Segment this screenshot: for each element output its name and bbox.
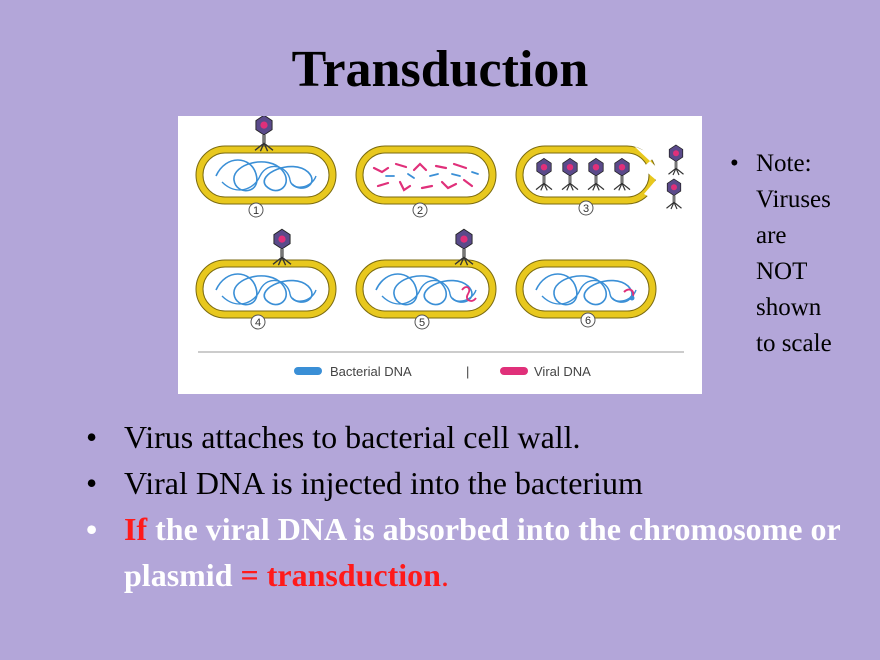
- transduction-diagram: 1 2 3 4 5 6 Bacterial DNA | Viral DNA: [178, 116, 702, 394]
- legend-separator: |: [466, 364, 469, 379]
- note-line-5: shown: [756, 294, 822, 321]
- bacterial-dna-swatch: [294, 367, 322, 375]
- panel-2: [355, 145, 497, 205]
- slide-title: Transduction: [291, 41, 589, 98]
- bullet-inject: Viral DNA is injected into the bacterium: [86, 460, 866, 506]
- panel-5: [355, 259, 497, 319]
- note-line-4: NOT: [756, 258, 808, 285]
- bullet-attach: Virus attaches to bacterial cell wall.: [86, 414, 866, 460]
- legend-viral-dna: Viral DNA: [534, 364, 591, 379]
- if-keyword: If: [124, 511, 148, 547]
- note-line-3: are: [756, 222, 787, 249]
- panel-3: [515, 145, 666, 205]
- panel-6: [515, 259, 657, 319]
- panel-number-1: 1: [253, 205, 259, 217]
- panel-number-5: 5: [419, 317, 425, 329]
- panel-number-3: 3: [583, 203, 589, 215]
- bullet-transduction: If the viral DNA is absorbed into the ch…: [86, 506, 866, 598]
- panel-number-6: 6: [585, 315, 591, 327]
- absorbed-text: the viral DNA is absorbed into the chrom…: [124, 511, 841, 593]
- end-period: .: [440, 557, 449, 593]
- scale-note: Note: Viruses are NOT shown to scale: [728, 146, 868, 362]
- note-line-1: Note:: [756, 150, 812, 177]
- panel-4: [195, 259, 337, 319]
- note-line-6: to scale: [756, 330, 832, 357]
- scale-note-item: Note: Viruses are NOT shown to scale: [728, 146, 868, 362]
- viral-dna-swatch: [500, 367, 528, 375]
- panel-1: [195, 145, 337, 205]
- legend-bacterial-dna: Bacterial DNA: [330, 364, 412, 379]
- transduction-term: = transduction: [240, 557, 441, 593]
- panel-number-2: 2: [417, 205, 423, 217]
- panel-number-4: 4: [255, 317, 261, 329]
- bullet-list: Virus attaches to bacterial cell wall. V…: [86, 414, 866, 598]
- note-line-2: Viruses: [756, 186, 831, 213]
